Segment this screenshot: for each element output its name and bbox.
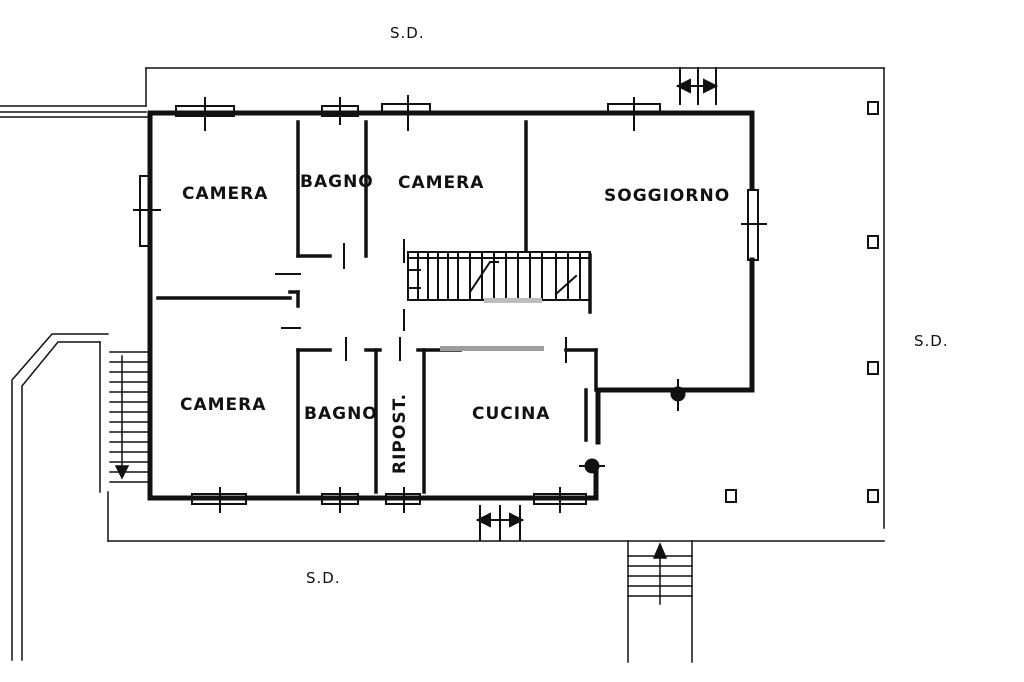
stair-shadow <box>484 298 542 303</box>
column-icon <box>725 101 879 503</box>
surroundings-label-top: S.D. <box>390 24 425 42</box>
room-label-ripost: RIPOST. <box>390 392 410 474</box>
stair-icon-bottom <box>627 542 693 605</box>
door-marker-icon <box>579 379 686 474</box>
room-label-camera-tl: CAMERA <box>182 184 269 204</box>
room-label-bagno-bottom: BAGNO <box>304 404 378 424</box>
surroundings-label-bottom: S.D. <box>306 569 341 587</box>
exterior-walls <box>147 110 755 501</box>
kitchen-wall-shadow <box>440 346 544 351</box>
interior-walls <box>156 120 598 494</box>
room-label-soggiorno: SOGGIORNO <box>604 186 731 206</box>
room-label-camera-bl: CAMERA <box>180 395 267 415</box>
room-label-bagno-top: BAGNO <box>300 172 374 192</box>
stair-icon-left <box>109 351 149 483</box>
surroundings-label-right: S.D. <box>914 332 949 350</box>
room-label-cucina: CUCINA <box>472 404 551 424</box>
terrace-outline <box>0 67 885 663</box>
door-arrow-icon <box>475 67 719 541</box>
room-label-camera-tc: CAMERA <box>398 173 485 193</box>
stair-icon <box>407 251 591 301</box>
window-icon <box>133 95 767 513</box>
door-jambs <box>275 239 567 363</box>
